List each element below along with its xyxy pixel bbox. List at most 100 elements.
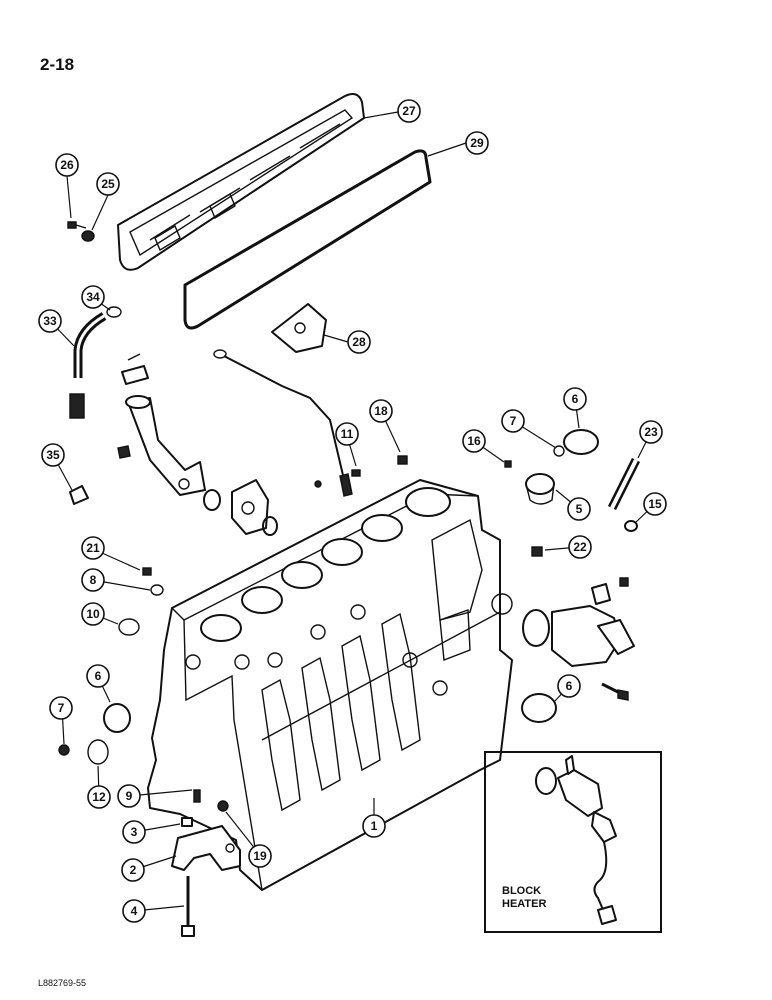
- callout-27: 27: [397, 99, 421, 123]
- callout-5: 5: [567, 497, 591, 521]
- callout-6-left: 6: [86, 664, 110, 688]
- callout-11: 11: [335, 422, 359, 446]
- plug-12: [87, 739, 109, 765]
- plug-19: [217, 800, 229, 812]
- o-ring-15: [624, 520, 638, 532]
- callout-9: 9: [117, 784, 141, 808]
- breather-cover-plate: [271, 303, 327, 353]
- drawing-code: L882769-55: [38, 978, 87, 988]
- callout-label: 12: [92, 790, 106, 804]
- callout-33: 33: [38, 309, 62, 333]
- callout-label: 7: [58, 701, 65, 715]
- callout-label: 3: [131, 825, 138, 839]
- callout-18: 18: [369, 399, 393, 423]
- callout-label: 35: [46, 448, 60, 462]
- cap-bolt: [181, 876, 195, 937]
- callout-label: 16: [467, 434, 481, 448]
- callout-26: 26: [55, 153, 79, 177]
- camshaft-bushing: [525, 473, 555, 505]
- callout-34: 34: [81, 285, 105, 309]
- callout-22: 22: [568, 535, 592, 559]
- callout-25: 25: [96, 172, 120, 196]
- plug-6-upper: [563, 429, 599, 455]
- callout-7-upper: 7: [501, 409, 525, 433]
- plug-8: [150, 584, 164, 596]
- callout-label: 4: [131, 904, 138, 918]
- block-heater: [535, 755, 617, 925]
- callout-7-left: 7: [49, 696, 73, 720]
- callout-label: 25: [101, 177, 115, 191]
- callout-3: 3: [122, 820, 146, 844]
- callout-2: 2: [121, 858, 145, 882]
- block-heater-inset: [484, 751, 662, 933]
- o-ring-adapter: [203, 479, 278, 536]
- bracket-35: [69, 485, 89, 505]
- plug-18: [397, 455, 408, 465]
- callout-12: 12: [87, 785, 111, 809]
- page-number: 2-18: [40, 55, 75, 74]
- callout-label: 2: [130, 863, 137, 877]
- callout-label: 18: [374, 404, 388, 418]
- grommet-25: [81, 230, 95, 242]
- callout-23: 23: [639, 420, 663, 444]
- callout-35: 35: [41, 443, 65, 467]
- callout-6-upper: 6: [563, 387, 587, 411]
- callout-label: 8: [90, 573, 97, 587]
- callout-label: 6: [95, 669, 102, 683]
- callout-label: 21: [86, 541, 100, 555]
- callout-label: 19: [253, 849, 267, 863]
- callout-label: 22: [573, 540, 587, 554]
- plug-21: [142, 567, 152, 576]
- callout-label: 23: [644, 425, 658, 439]
- rocker-cover-gasket: [183, 149, 432, 330]
- inset-label-line1: BLOCK: [502, 885, 542, 897]
- plug-22: [531, 546, 543, 557]
- callout-28: 28: [347, 330, 371, 354]
- callout-6-right: 6: [557, 674, 581, 698]
- callout-10: 10: [81, 602, 105, 626]
- callout-1: 1: [362, 814, 386, 838]
- callout-29: 29: [465, 131, 489, 155]
- callout-19: 19: [248, 844, 272, 868]
- callout-4: 4: [122, 899, 146, 923]
- callout-label: 6: [566, 679, 573, 693]
- callout-21: 21: [81, 536, 105, 560]
- callout-label: 11: [341, 427, 354, 441]
- coolant-tube-23: [607, 457, 641, 511]
- inset-label: BLOCK HEATER: [502, 885, 546, 911]
- callout-label: 10: [86, 607, 100, 621]
- callout-label: 5: [576, 502, 583, 516]
- sleeve-3: [181, 817, 193, 827]
- inset-label-line2: HEATER: [502, 898, 547, 910]
- pin-16: [504, 460, 512, 468]
- callout-label: 27: [402, 104, 416, 118]
- cylinder-block: [147, 479, 513, 891]
- bolt-26: [67, 221, 87, 229]
- callout-label: 1: [371, 819, 378, 833]
- plug-10: [118, 618, 140, 636]
- plug-7-upper: [553, 445, 565, 457]
- plug-7-left: [58, 744, 70, 756]
- callout-label: 29: [470, 136, 484, 150]
- callout-label: 34: [86, 290, 100, 304]
- dowel-9: [193, 789, 201, 803]
- plug-11: [351, 469, 361, 477]
- cylinder-bores: [200, 487, 451, 642]
- plug-6-left: [103, 703, 131, 733]
- callout-label: 28: [352, 335, 366, 349]
- callout-label: 26: [60, 158, 74, 172]
- oil-filler-tube: [117, 353, 206, 496]
- callout-label: 15: [648, 497, 662, 511]
- breather-hose: [69, 312, 107, 419]
- callout-15: 15: [643, 492, 667, 516]
- plug-6-right: [521, 693, 557, 723]
- callout-label: 9: [126, 789, 133, 803]
- dipstick: [213, 349, 353, 497]
- hose-clamp-34: [106, 306, 122, 318]
- main-bearing-cap: [171, 825, 241, 871]
- callout-label: 6: [572, 392, 579, 406]
- callout-label: 33: [43, 314, 57, 328]
- callout-8: 8: [81, 568, 105, 592]
- water-outlet-housing: [522, 577, 635, 701]
